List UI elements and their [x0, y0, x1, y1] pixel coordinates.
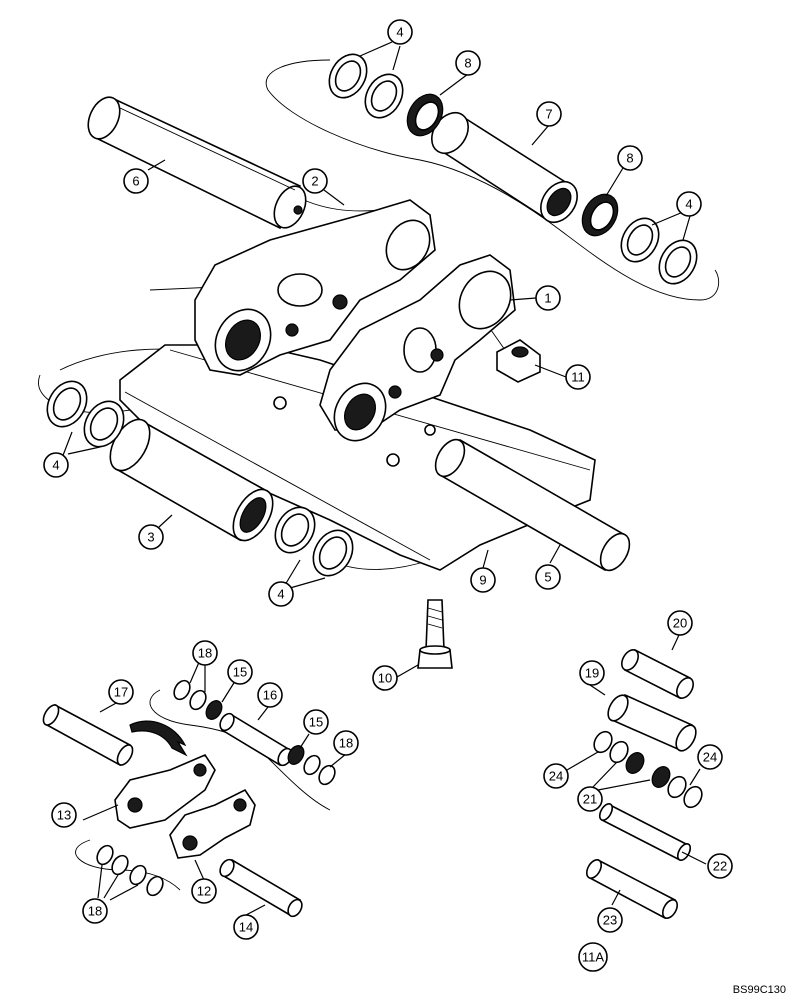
svg-text:4: 4 — [396, 25, 403, 40]
callout-1: 1 — [535, 285, 561, 311]
callout-2: 2 — [302, 168, 328, 194]
svg-text:18: 18 — [198, 646, 212, 661]
seal-rings-top — [328, 53, 698, 285]
svg-text:2: 2 — [311, 174, 318, 189]
callout-15: 15 — [303, 709, 329, 735]
svg-text:12: 12 — [197, 884, 211, 899]
svg-text:16: 16 — [263, 688, 277, 703]
svg-text:8: 8 — [626, 151, 633, 166]
callout-20: 20 — [667, 610, 693, 636]
callout-16: 16 — [257, 682, 283, 708]
callout-24: 24 — [697, 744, 723, 770]
callout-10: 10 — [372, 665, 398, 691]
callout-11A: 11A — [578, 942, 608, 972]
callout-8: 8 — [455, 50, 481, 76]
svg-text:4: 4 — [685, 197, 692, 212]
pin-part-6 — [87, 96, 307, 230]
svg-text:15: 15 — [309, 715, 323, 730]
nut-part-11 — [496, 339, 541, 383]
pin-part-5 — [434, 438, 631, 572]
svg-text:5: 5 — [544, 570, 551, 585]
seal-rings-left — [46, 380, 354, 577]
callout-17: 17 — [108, 679, 134, 705]
callout-7: 7 — [536, 101, 562, 127]
callout-4: 4 — [387, 19, 413, 45]
svg-text:8: 8 — [464, 56, 471, 71]
svg-text:11A: 11A — [582, 950, 604, 965]
sub-assembly-left — [42, 679, 336, 918]
callout-18: 18 — [192, 640, 218, 666]
callout-4: 4 — [43, 452, 69, 478]
svg-text:18: 18 — [88, 904, 102, 919]
callout-21: 21 — [577, 786, 603, 812]
svg-text:21: 21 — [583, 792, 597, 807]
callout-4: 4 — [676, 191, 702, 217]
callout-19: 19 — [579, 660, 605, 686]
callout-6: 6 — [123, 168, 149, 194]
bolt-part-10 — [417, 599, 453, 669]
callout-13: 13 — [51, 802, 77, 828]
bushing-part-7 — [431, 111, 578, 224]
callout-18: 18 — [82, 898, 108, 924]
track-link-part-1 — [319, 254, 516, 442]
svg-text:19: 19 — [585, 666, 599, 681]
callout-24: 24 — [543, 763, 569, 789]
callout-4: 4 — [268, 581, 294, 607]
callout-11: 11 — [565, 364, 591, 390]
svg-text:6: 6 — [132, 174, 139, 189]
callout-18: 18 — [333, 730, 359, 756]
track-link-part-2 — [194, 199, 436, 376]
svg-text:22: 22 — [713, 859, 727, 874]
svg-text:4: 4 — [52, 458, 59, 473]
svg-text:24: 24 — [549, 769, 563, 784]
callout-3: 3 — [138, 524, 164, 550]
svg-text:17: 17 — [114, 685, 128, 700]
svg-text:14: 14 — [239, 920, 253, 935]
svg-text:13: 13 — [57, 808, 71, 823]
callout-9: 9 — [470, 567, 496, 593]
svg-text:9: 9 — [479, 573, 486, 588]
svg-text:3: 3 — [147, 530, 154, 545]
callout-12: 12 — [191, 878, 217, 904]
callout-8: 8 — [617, 145, 643, 171]
callout-5: 5 — [535, 564, 561, 590]
svg-text:15: 15 — [233, 665, 247, 680]
leader-lines — [61, 41, 707, 916]
svg-text:24: 24 — [703, 750, 717, 765]
callout-14: 14 — [233, 914, 259, 940]
sub-assembly-right — [585, 648, 703, 920]
svg-text:4: 4 — [277, 587, 284, 602]
svg-text:20: 20 — [673, 616, 687, 631]
svg-text:10: 10 — [378, 671, 392, 686]
svg-text:23: 23 — [603, 913, 617, 928]
svg-text:11: 11 — [571, 370, 585, 385]
svg-text:1: 1 — [544, 291, 551, 306]
callout-22: 22 — [707, 853, 733, 879]
callout-15: 15 — [227, 659, 253, 685]
svg-text:18: 18 — [339, 736, 353, 751]
callouts: 4 8 7 6 2 8 4 1 11 4 3 4 9 5 10 20 19 18… — [43, 19, 733, 972]
callout-23: 23 — [597, 907, 623, 933]
svg-text:7: 7 — [545, 107, 552, 122]
diagram-code: BS99C130 — [733, 984, 786, 996]
